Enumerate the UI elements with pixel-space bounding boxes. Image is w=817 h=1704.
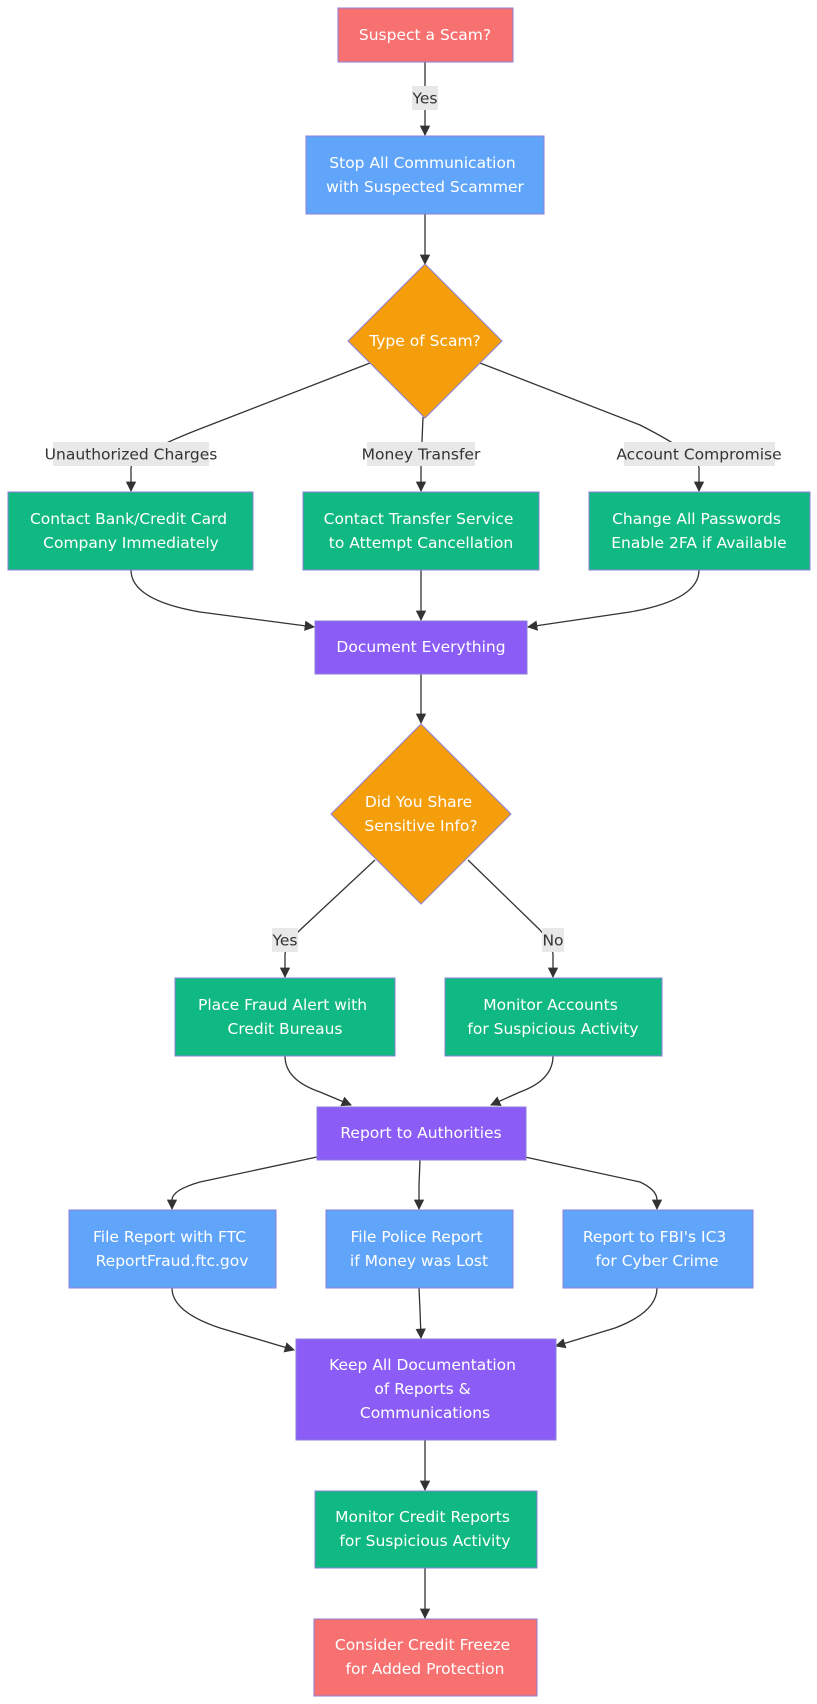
node-stop-communication: Stop All Communication with Suspected Sc… [305, 135, 545, 215]
svg-text:Stop All Communication: Stop All Communication with Suspected Sc… [326, 154, 524, 196]
node-passwords-line-1: Change All Passwords [612, 510, 781, 528]
svg-text:Report to FBI's IC3 fo: Report to FBI's IC3 for Cyber Crime [583, 1228, 731, 1270]
edge-label-yes-shared: Yes [271, 932, 297, 950]
svg-text:Monitor Accounts for S: Monitor Accounts for Suspicious Activity [467, 996, 638, 1038]
node-contact-bank: Contact Bank/Credit Card Company Immedia… [7, 491, 254, 571]
svg-text:Contact Bank/Credit Card: Contact Bank/Credit Card Company Immedia… [30, 510, 232, 552]
node-contact-transfer: Contact Transfer Service to Attempt Canc… [302, 491, 540, 571]
node-report-line-1: Report to Authorities [340, 1124, 501, 1142]
node-fraud-alert-line-1: Place Fraud Alert with [198, 996, 367, 1014]
node-ic3-line-2: for Cyber Crime [595, 1252, 718, 1270]
edge-label-account-compromise: Account Compromise [616, 446, 781, 464]
node-document-line-1: Document Everything [336, 638, 505, 656]
svg-text:Place Fraud Alert with: Place Fraud Alert with Credit Bureaus [198, 996, 372, 1038]
nodes: Suspect a Scam? Stop All Communication w… [7, 7, 811, 1697]
node-passwords-line-2: Enable 2FA if Available [611, 534, 786, 552]
edge-passwords-to-document [526, 569, 700, 631]
node-keep-line-2: of Reports & [374, 1380, 470, 1398]
node-freeze-line-1: Consider Credit Freeze [335, 1636, 510, 1654]
svg-text:Did You Share Sensitiv: Did You Share Sensitive Info? [364, 793, 477, 835]
edge-ic3-to-keep [555, 1287, 658, 1349]
edge-shared-to-fraud-alert [279, 859, 376, 979]
svg-text:Monitor Credit Reports: Monitor Credit Reports for Suspicious Ac… [335, 1508, 515, 1550]
node-monitor-accounts-line-1: Monitor Accounts [483, 996, 618, 1014]
node-keep-line-3: Communications [360, 1404, 490, 1422]
node-monitor-credit-line-1: Monitor Credit Reports [335, 1508, 510, 1526]
node-shared-line-1: Did You Share [365, 793, 472, 811]
node-bank-line-1: Contact Bank/Credit Card [30, 510, 227, 528]
edge-police-to-keep [415, 1287, 426, 1340]
node-monitor-accounts: Monitor Accounts for Suspicious Activity [444, 977, 663, 1057]
edge-monitor-accounts-to-report [490, 1055, 554, 1106]
edge-shared-to-monitor-accounts [467, 859, 559, 979]
node-document-everything: Document Everything [314, 620, 528, 675]
svg-text:Suspect a Scam?: Suspect a Scam? [359, 26, 491, 44]
node-fraud-alert: Place Fraud Alert with Credit Bureaus [174, 977, 396, 1057]
svg-text:Consider Credit Freeze: Consider Credit Freeze for Added Protect… [335, 1636, 515, 1678]
edge-type-to-passwords [479, 362, 705, 493]
node-monitor-credit-line-2: for Suspicious Activity [339, 1532, 510, 1550]
svg-text:Type of Scam?: Type of Scam? [368, 332, 481, 350]
edge-fraud-alert-to-report [284, 1055, 352, 1107]
svg-text:Contact Transfer Service: Contact Transfer Service to Attempt Canc… [324, 510, 519, 552]
node-file-police-report: File Police Report if Money was Lost [325, 1209, 514, 1289]
node-freeze-line-2: for Added Protection [346, 1660, 505, 1678]
node-report-to-authorities: Report to Authorities [316, 1106, 527, 1161]
node-transfer-line-1: Contact Transfer Service [324, 510, 514, 528]
svg-text:File Police Report if: File Police Report if Money was Lost [350, 1228, 488, 1270]
node-bank-line-2: Company Immediately [43, 534, 219, 552]
node-ftc-line-1: File Report with FTC [93, 1228, 246, 1246]
node-suspect-a-scam: Suspect a Scam? [337, 7, 514, 63]
node-credit-freeze: Consider Credit Freeze for Added Protect… [313, 1618, 538, 1697]
node-type-line-1: Type of Scam? [368, 332, 481, 350]
edge-report-to-ic3 [524, 1156, 663, 1211]
node-shared-line-2: Sensitive Info? [364, 817, 477, 835]
edge-labels: Yes Unauthorized Charges Money Transfer … [45, 86, 782, 952]
node-stop-line-1: Stop All Communication [329, 154, 515, 172]
edge-label-money-transfer: Money Transfer [362, 446, 481, 464]
node-type-of-scam: Type of Scam? [347, 263, 503, 419]
svg-text:Document Everything: Document Everything [336, 638, 505, 656]
node-suspect-line-1: Suspect a Scam? [359, 26, 491, 44]
node-ic3-line-1: Report to FBI's IC3 [583, 1228, 726, 1246]
edge-label-yes-top: Yes [411, 90, 437, 108]
svg-text:Change All Passwords E: Change All Passwords Enable 2FA if Avail… [611, 510, 786, 552]
node-stop-line-2: with Suspected Scammer [326, 178, 524, 196]
node-monitor-accounts-line-2: for Suspicious Activity [467, 1020, 638, 1038]
svg-text:Report to Authorities: Report to Authorities [340, 1124, 501, 1142]
svg-text:Keep All Documentation: Keep All Documentation of Reports & Comm… [329, 1356, 521, 1422]
node-keep-line-1: Keep All Documentation [329, 1356, 516, 1374]
node-transfer-line-2: to Attempt Cancellation [329, 534, 513, 552]
node-file-ftc-report: File Report with FTC ReportFraud.ftc.gov [68, 1209, 277, 1289]
svg-text:File Report with FTC R: File Report with FTC ReportFraud.ftc.gov [93, 1228, 251, 1270]
node-monitor-credit-reports: Monitor Credit Reports for Suspicious Ac… [314, 1490, 538, 1569]
edge-label-unauthorized-charges: Unauthorized Charges [45, 446, 218, 464]
edge-report-to-ftc [166, 1156, 318, 1211]
edge-label-no-shared: No [542, 932, 563, 950]
node-police-line-2: if Money was Lost [350, 1252, 488, 1270]
edge-bank-to-document [130, 569, 316, 631]
node-did-you-share: Did You Share Sensitive Info? [330, 723, 512, 905]
node-fraud-alert-line-2: Credit Bureaus [228, 1020, 343, 1038]
node-report-fbi-ic3: Report to FBI's IC3 for Cyber Crime [562, 1209, 754, 1289]
node-ftc-line-2: ReportFraud.ftc.gov [96, 1252, 249, 1270]
edge-report-to-police [413, 1159, 425, 1211]
node-keep-documentation: Keep All Documentation of Reports & Comm… [295, 1338, 557, 1441]
node-police-line-1: File Police Report [350, 1228, 482, 1246]
edge-ftc-to-keep [171, 1287, 295, 1353]
node-change-passwords: Change All Passwords Enable 2FA if Avail… [588, 491, 811, 571]
edge-type-to-bank [125, 362, 371, 493]
